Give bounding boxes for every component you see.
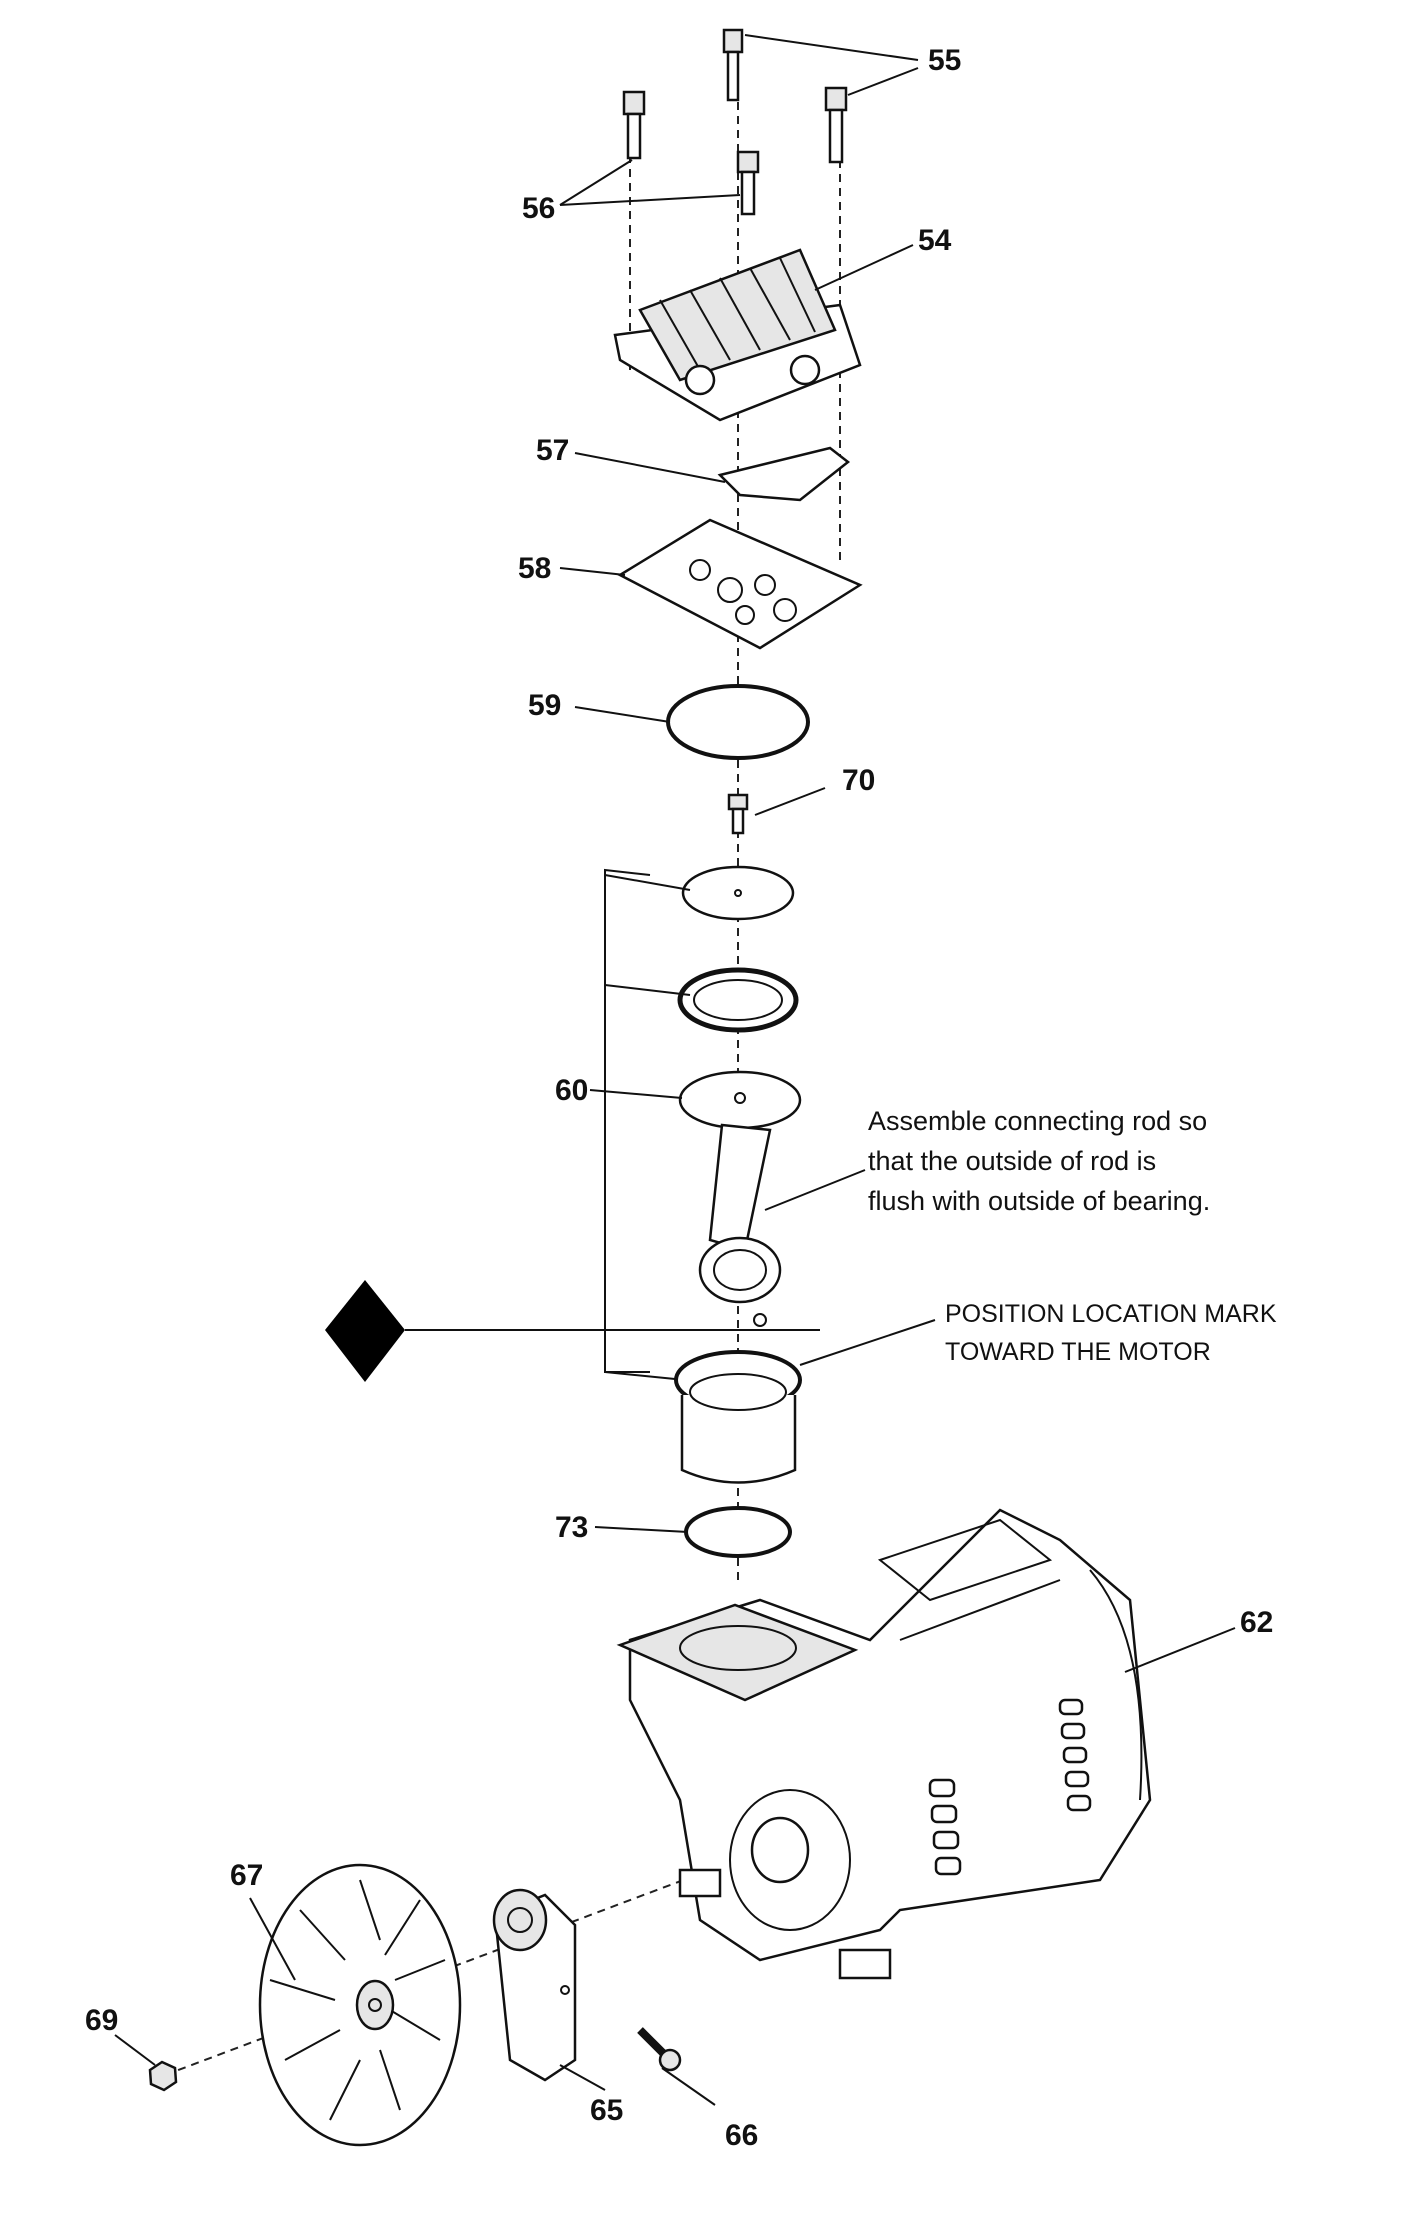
part-55-bolts	[722, 28, 848, 164]
note-rod-line-3: flush with outside of bearing.	[868, 1186, 1210, 1216]
label-66: 66	[725, 2119, 758, 2152]
leader-lines	[114, 34, 1236, 2106]
part-62-motor-crankcase	[616, 1508, 1152, 1980]
label-55: 55	[928, 44, 961, 77]
label-56: 56	[522, 192, 555, 225]
location-mark-diamond	[325, 1280, 820, 1382]
note-mark-line-2: TOWARD THE MOTOR	[945, 1338, 1211, 1366]
part-59-o-ring	[666, 684, 810, 760]
label-62: 62	[1240, 1606, 1273, 1639]
label-54: 54	[918, 224, 952, 257]
part-66-bolt	[637, 2027, 682, 2072]
part-labels: 55 56 54 57 58 59 70 60 73 62 67 65 66 6…	[85, 44, 1273, 2152]
assembly-notes: Assemble connecting rod so that the outs…	[868, 1106, 1277, 1366]
part-58-valve-plate	[617, 518, 863, 650]
part-56-bolts	[622, 90, 760, 216]
part-67-fan	[258, 1863, 462, 2147]
label-60: 60	[555, 1074, 588, 1107]
part-73-ring	[684, 1506, 792, 1558]
note-mark-line-1: POSITION LOCATION MARK	[945, 1300, 1277, 1328]
part-60-piston-assembly	[604, 865, 802, 1381]
cylinder-sleeve	[674, 1350, 802, 1484]
part-54-cylinder-head	[613, 248, 862, 422]
part-65-crank	[492, 1888, 577, 2082]
label-67: 67	[230, 1859, 263, 1892]
label-58: 58	[518, 552, 551, 585]
label-73: 73	[555, 1511, 588, 1544]
label-70: 70	[842, 764, 875, 797]
label-57: 57	[536, 434, 569, 467]
label-65: 65	[590, 2094, 623, 2127]
label-69: 69	[85, 2004, 118, 2037]
label-59: 59	[528, 689, 561, 722]
part-70-screw	[727, 793, 749, 835]
note-rod-line-1: Assemble connecting rod so	[868, 1106, 1207, 1136]
part-57-gasket	[717, 446, 851, 502]
part-69-nut	[148, 2060, 178, 2092]
note-rod-line-2: that the outside of rod is	[868, 1146, 1156, 1176]
